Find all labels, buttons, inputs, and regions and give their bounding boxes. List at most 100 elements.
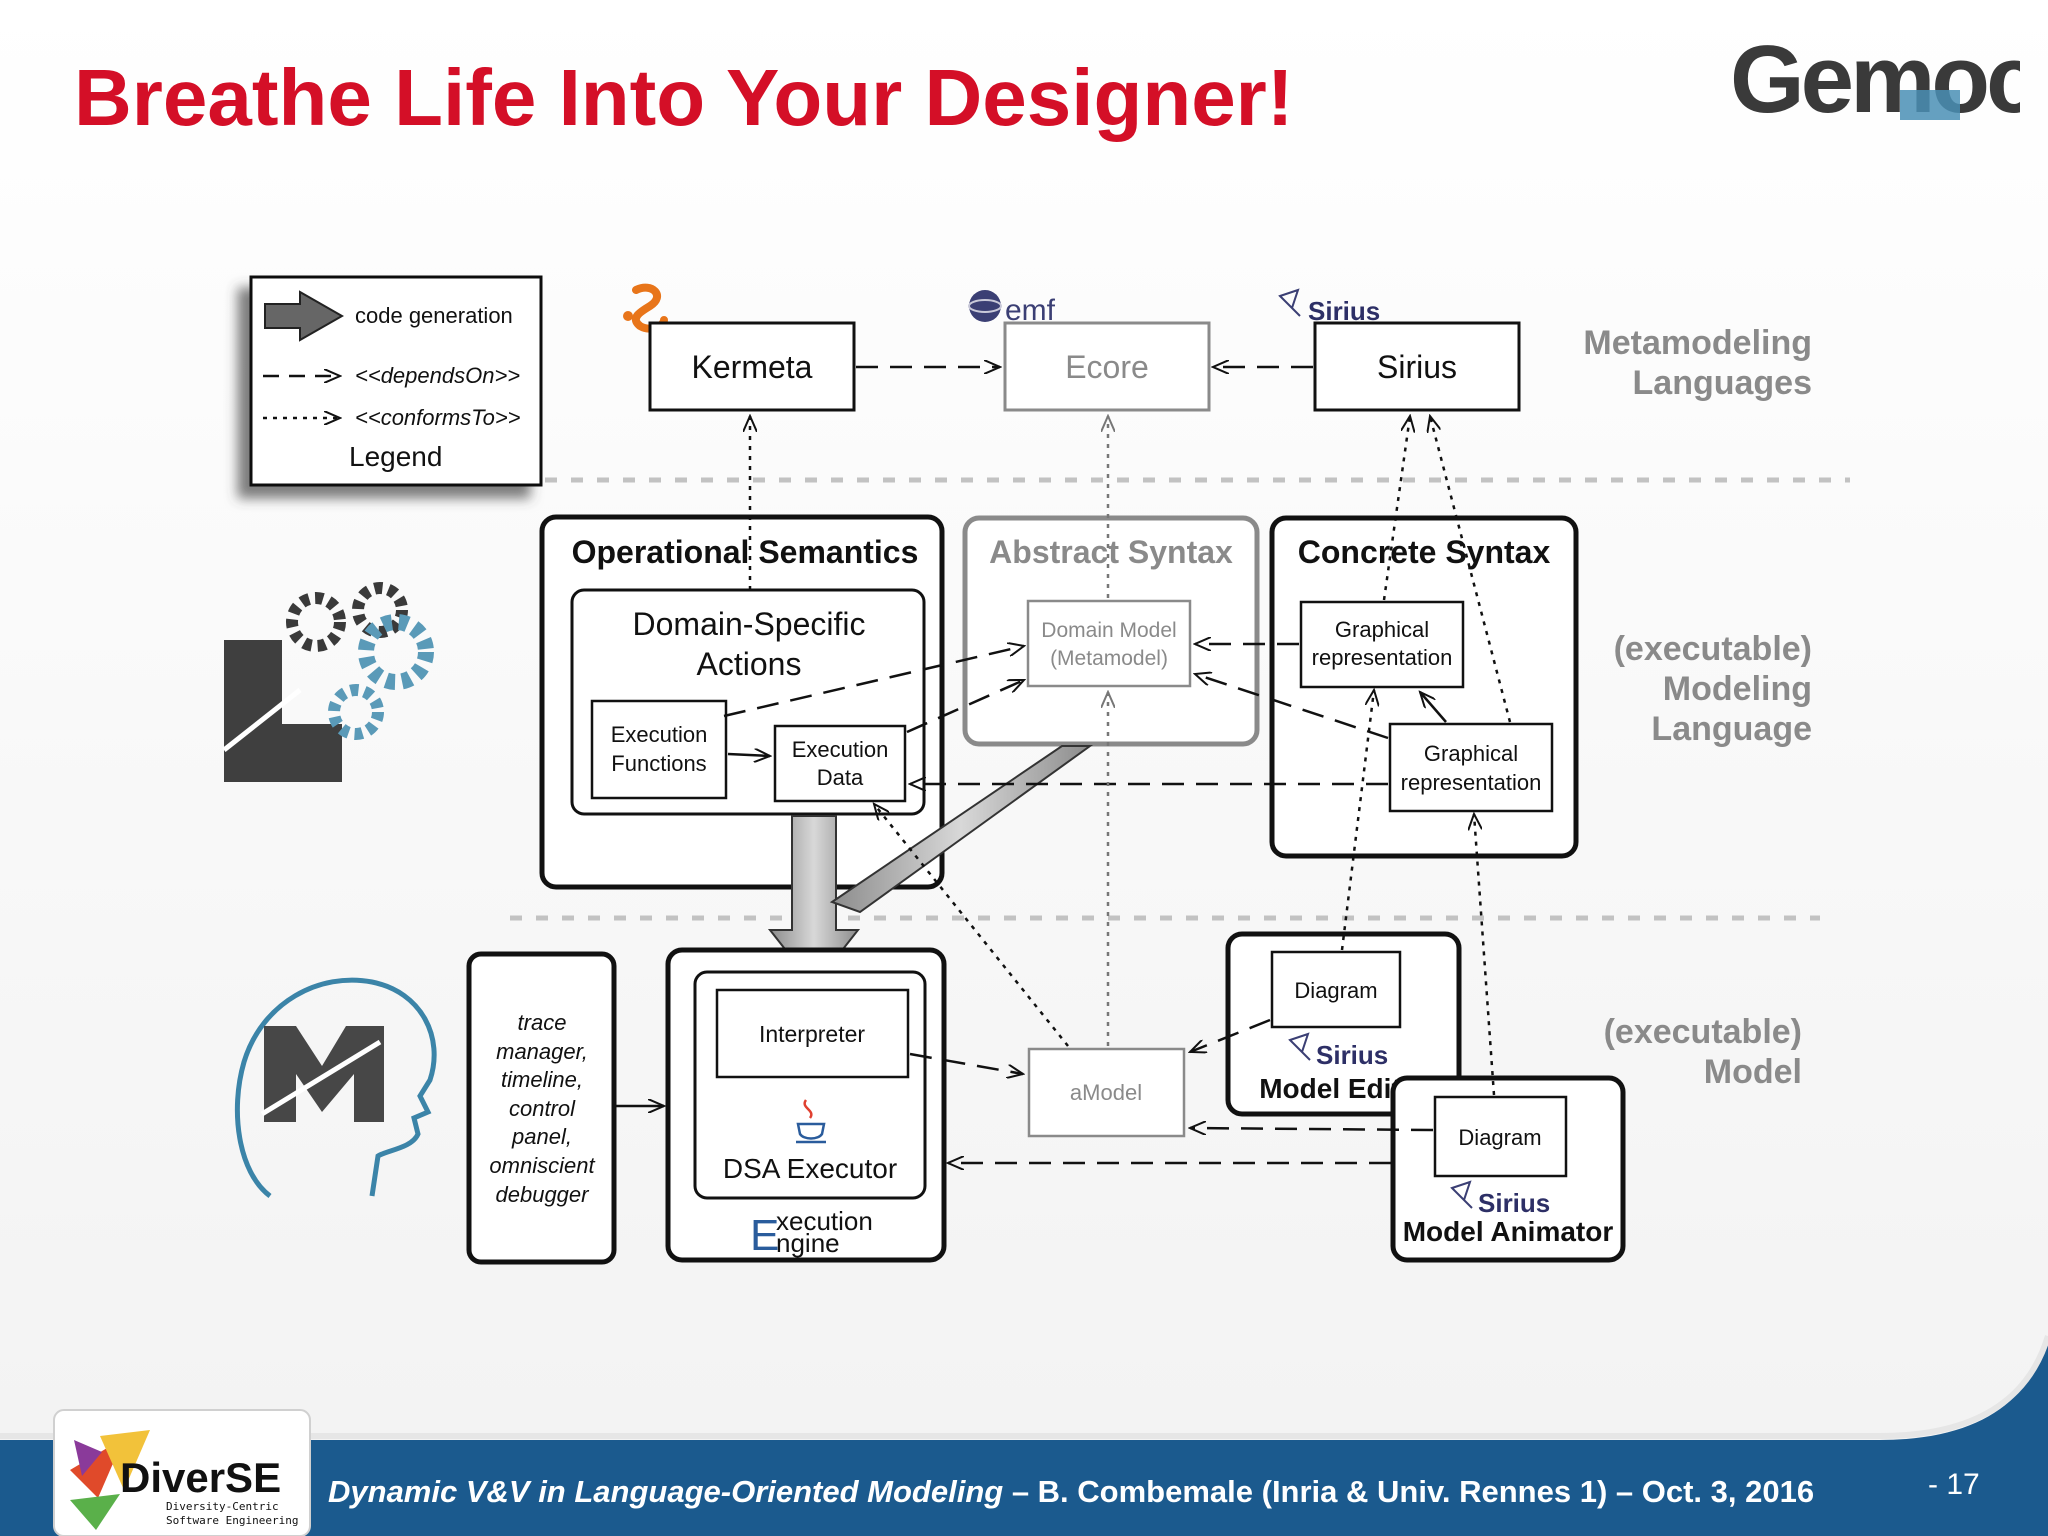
kermeta-label: Kermeta [692, 349, 813, 385]
sirius-label: Sirius [1377, 349, 1457, 385]
diverse-tagline-2: Software Engineering [166, 1514, 298, 1527]
graphical-rep-2-to-graphical-rep-1-arrow [1420, 692, 1447, 723]
legend-conforms-to: <<conformsTo>> [355, 405, 521, 430]
trace-manager-line-3: timeline, [501, 1067, 583, 1092]
interpreter-box [715, 988, 910, 1079]
execution-data-line-2: Data [817, 765, 864, 790]
sirius-small-2-icon: Sirius [1450, 1180, 1550, 1218]
diagram-editor-to-amodel-arrow [1190, 1018, 1271, 1052]
data-to-domain-model-arrow [906, 678, 1024, 734]
diagram-editor-box [1270, 950, 1402, 1029]
trace-manager-line-1: trace [518, 1010, 567, 1035]
code-generation-arrow-domain-model [829, 745, 1094, 914]
amodel-box [1027, 1047, 1186, 1138]
trace-manager-box [466, 951, 617, 1265]
footer-text-rest: – B. Combemale (Inria & Univ. Rennes 1) … [1003, 1474, 1815, 1509]
legend-code-generation: code generation [355, 303, 513, 328]
graphical-rep-1-conforms-to-sirius-arrow [1382, 416, 1410, 601]
gemoc-logo-accent [1900, 90, 1960, 120]
trace-manager-line-2: manager, [496, 1039, 588, 1064]
functions-to-domain-model-arrow [723, 646, 1024, 718]
page-number: - 17 [1928, 1468, 1980, 1501]
emf-logo-icon: emf [968, 290, 1056, 327]
gear-icon-blue-2 [328, 684, 384, 740]
diagram-editor-conforms-to-graphical-rep-1-arrow [1340, 690, 1374, 951]
model-head-icon [234, 977, 437, 1198]
trace-manager-line-6: omniscient [489, 1153, 595, 1178]
gemoc-logo-text: Gemoc [1730, 30, 2020, 130]
diagram-animator-box [1433, 1095, 1568, 1178]
interpreter-label: Interpreter [759, 1021, 865, 1047]
code-generation-arrow-icon [264, 290, 345, 342]
sirius-small-1-icon: Sirius [1288, 1032, 1388, 1070]
gemoc-logo: Gemoc [1730, 30, 2020, 130]
legend-title: Legend [349, 441, 442, 472]
execution-functions-line-2: Functions [611, 751, 706, 776]
sirius-logo-text: Sirius [1308, 296, 1380, 326]
ecore-label: Ecore [1065, 349, 1149, 385]
execution-data-line-1: Execution [792, 737, 889, 762]
execution-engine-line-2: ngine [776, 1228, 840, 1258]
legend: code generation <<dependsOn>> <<conforms… [249, 275, 543, 487]
sirius-small-1-text: Sirius [1316, 1040, 1388, 1070]
slide-title: Breathe Life Into Your Designer! [74, 53, 1294, 142]
operational-semantics-title: Operational Semantics [572, 534, 919, 570]
execution-functions-line-1: Execution [611, 722, 708, 747]
dsa-title-line-2: Actions [697, 646, 802, 682]
level-label-metamodeling-2: Languages [1633, 364, 1812, 402]
level-label-language-2: Modeling [1663, 670, 1812, 708]
dsa-executor-label: DSA Executor [723, 1153, 897, 1184]
diagram-editor-label: Diagram [1294, 978, 1377, 1003]
execution-data-box [773, 724, 907, 803]
gear-icon-dark-2 [352, 582, 408, 638]
graphical-representation-2-line-2: representation [1401, 770, 1542, 795]
level-label-language-3: Language [1651, 710, 1812, 748]
execution-functions-box [590, 699, 728, 800]
graphical-representation-2-box [1388, 722, 1554, 813]
domain-model-line-1: Domain Model [1041, 619, 1176, 642]
graphical-representation-2-line-1: Graphical [1424, 741, 1518, 766]
footer-band [0, 1340, 2048, 1536]
legend-depends-on: <<dependsOn>> [355, 363, 520, 388]
diverse-logo: DiverSE Diversity-Centric Software Engin… [53, 1409, 311, 1536]
sirius-box [1313, 321, 1521, 412]
abstract-syntax-title: Abstract Syntax [989, 534, 1233, 570]
diagram-animator-label: Diagram [1458, 1125, 1541, 1150]
level-label-metamodeling-1: Metamodeling [1583, 324, 1812, 362]
trace-manager-line-7: debugger [496, 1182, 591, 1207]
amodel-label: aModel [1070, 1080, 1142, 1105]
diverse-tagline-1: Diversity-Centric [166, 1500, 279, 1513]
execution-engine-initial: E [750, 1211, 779, 1260]
footer-text-italic: Dynamic V&V in Language-Oriented Modelin… [328, 1474, 1004, 1509]
footer-text: Dynamic V&V in Language-Oriented Modelin… [328, 1474, 1814, 1510]
domain-model-line-2: (Metamodel) [1050, 647, 1168, 670]
amodel-conforms-to-execution-data-arrow [874, 804, 1069, 1047]
diverse-logo-text: DiverSE [120, 1454, 281, 1501]
level-labels: Metamodeling Languages (executable) Mode… [1583, 324, 1812, 1091]
trace-manager-line-4: control [509, 1096, 576, 1121]
domain-model-box [1026, 599, 1192, 688]
graphical-representation-1-line-1: Graphical [1335, 617, 1429, 642]
language-icon [222, 582, 434, 782]
graphical-representation-1-box [1299, 600, 1465, 689]
level-label-model-2: Model [1704, 1053, 1802, 1091]
gear-icon-blue-1 [358, 614, 434, 690]
dsa-title-line-1: Domain-Specific [633, 606, 866, 642]
ecore-box [1003, 321, 1211, 412]
graphical-rep-2-conforms-to-sirius-arrow [1430, 416, 1512, 723]
concrete-syntax-title: Concrete Syntax [1298, 534, 1551, 570]
java-icon [796, 1099, 826, 1144]
level-label-language-1: (executable) [1614, 630, 1812, 668]
diagram-animator-conforms-to-graphical-rep-2-arrow [1474, 814, 1496, 1096]
gear-icon-dark-1 [286, 592, 346, 652]
level-label-model-1: (executable) [1604, 1013, 1802, 1051]
sirius-logo-icon: Sirius [1278, 288, 1380, 326]
functions-to-data-arrow [727, 754, 770, 756]
sirius-small-2-text: Sirius [1478, 1188, 1550, 1218]
diagram-animator-to-amodel-arrow [1190, 1128, 1434, 1130]
kermeta-box [648, 321, 856, 412]
model-animator-label: Model Animator [1403, 1216, 1614, 1247]
trace-manager-line-5: panel, [511, 1124, 572, 1149]
